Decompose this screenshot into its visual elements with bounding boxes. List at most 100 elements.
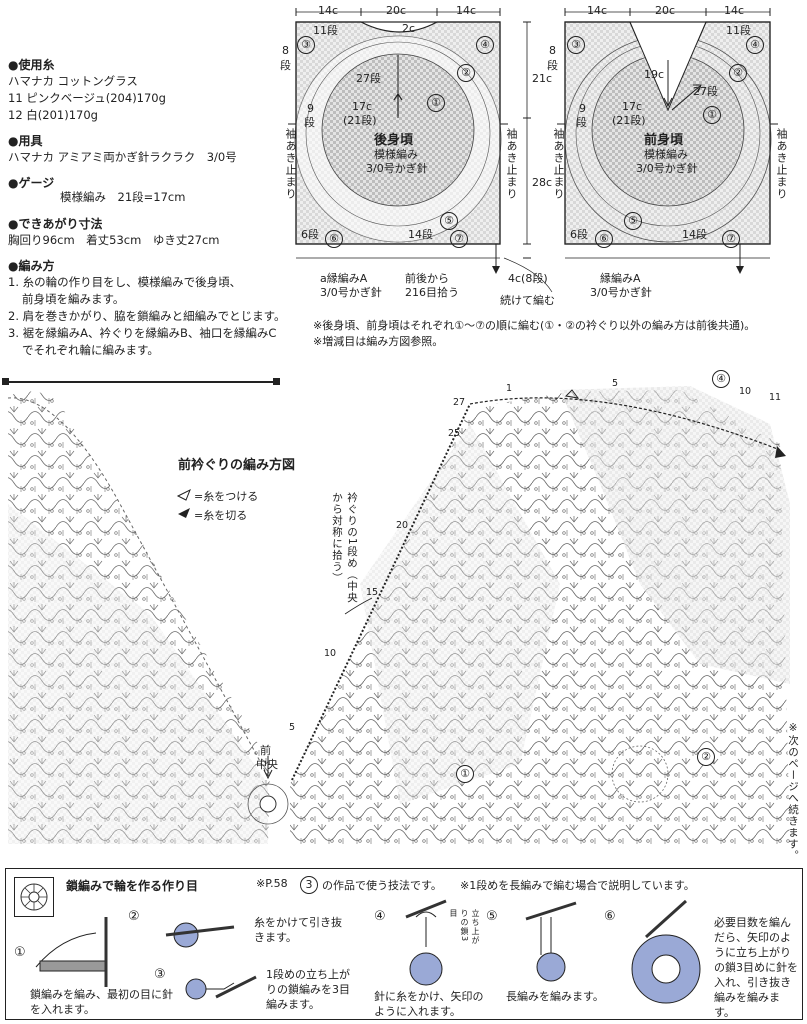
- note-chart: ※増減目は編み方図参照。: [313, 335, 444, 348]
- step-5-number: ⑤: [486, 909, 498, 924]
- front-center-label-2: 中央: [256, 758, 278, 771]
- front-rows-8: 8: [549, 44, 556, 57]
- front-hook: 3/0号かぎ針: [636, 162, 698, 175]
- front-rows-27: 27段: [693, 85, 718, 98]
- back-rows-8-unit: 段: [280, 59, 291, 72]
- step-6-number: ⑥: [604, 909, 616, 924]
- front-area-5: ⑤: [624, 212, 642, 230]
- technique-box: 鎖編みで輪を作る作り目 ※P.58 3 の作品で使う技法です。 ※1段めを長編み…: [5, 868, 803, 1020]
- back-area-2: ②: [457, 64, 475, 82]
- top-num-11: 11: [769, 392, 782, 403]
- front-rows-8-unit: 段: [547, 59, 558, 72]
- tools-text: ハマナカ アミアミ両かぎ針ラクラク 3/0号: [8, 150, 237, 164]
- continue-knit: 続けて編む: [500, 294, 555, 307]
- step-3: 3. 裾を縁編みA、衿ぐりを縁編みB、袖口を縁編みC: [8, 326, 277, 340]
- section-divider: [6, 381, 278, 383]
- step-5-text: 長編みを編みます。: [506, 990, 604, 1003]
- front-neck-19c: 19c: [644, 68, 665, 81]
- top-num-10: 10: [739, 386, 752, 397]
- divider-end-left: [2, 378, 9, 385]
- step-3-number: ③: [154, 967, 166, 982]
- front-dim-left: 14c: [587, 4, 608, 17]
- row-num-25: 25: [448, 428, 461, 439]
- front-rows-9: 9: [579, 102, 586, 115]
- size-heading: ●できあがり寸法: [8, 217, 103, 231]
- chart-title: 前衿ぐりの編み方図: [178, 458, 296, 473]
- front-center-label-1: 前: [260, 744, 271, 757]
- yarn-color-12: 12 白(201)170g: [8, 108, 98, 122]
- dim-4c: 4c(8段): [508, 272, 548, 285]
- top-num-5: 5: [612, 378, 619, 389]
- front-edge-hook: 3/0号かぎ針: [590, 286, 652, 299]
- technique-ref-note: ※1段めを長編みで編む場合で説明しています。: [460, 879, 695, 892]
- technique-illustrations: [35, 899, 701, 1004]
- step-4-text: 針に糸をかけ、矢印のように入れます。: [374, 990, 484, 1018]
- yarn-name: ハマナカ コットングラス: [8, 74, 138, 88]
- dim-21c: 21c: [532, 72, 553, 85]
- chart-area-1: ①: [456, 765, 474, 783]
- materials-section: ●使用糸 ハマナカ コットングラス 11 ピンクベージュ(204)170g 12…: [8, 56, 288, 191]
- back-title: 後身頃: [374, 133, 414, 148]
- size-section: ●できあがり寸法 胸回り96cm 着丈53cm ゆき丈27cm ●編み方 1. …: [8, 215, 298, 359]
- back-rows-27: 27段: [356, 72, 381, 85]
- center-dimensions: [503, 21, 553, 293]
- front-dim-right: 14c: [724, 4, 745, 17]
- step-1-cont: 前身頃を編みます。: [22, 292, 125, 306]
- back-pattern: 模様編み: [374, 148, 418, 161]
- divider-end-right: [273, 378, 280, 385]
- front-rows-11: 11段: [726, 24, 751, 37]
- back-area-1: ①: [427, 94, 445, 112]
- method-heading: ●編み方: [8, 259, 55, 273]
- pickup-line-1: 前後から: [405, 272, 449, 285]
- row-num-20: 20: [396, 520, 409, 531]
- back-edge-a: a縁編みA: [320, 272, 368, 285]
- legend-attach: =糸をつける: [194, 490, 259, 503]
- front-edge-a: 縁編みA: [600, 272, 641, 285]
- front-area-4: ④: [746, 36, 764, 54]
- front-area-1: ①: [703, 106, 721, 124]
- step-6-text: 必要目数を編んだら、矢印のように立ち上がりの鎖3目めに針を入れ、引き抜き編みを編…: [714, 916, 798, 1019]
- row-num-15: 15: [366, 587, 379, 598]
- front-rows-6: 6段: [570, 228, 588, 241]
- technique-title: 鎖編みで輪を作る作り目: [66, 879, 199, 893]
- back-rows-11: 11段: [313, 24, 338, 37]
- dim-28c: 28c: [532, 176, 553, 189]
- front-body-diagram: [564, 8, 772, 274]
- gauge-text: 模様編み 21段=17cm: [60, 190, 186, 204]
- back-hook: 3/0号かぎ針: [366, 162, 428, 175]
- yarn-color-11: 11 ピンクベージュ(204)170g: [8, 91, 166, 105]
- back-edge-hook: 3/0号かぎ針: [320, 286, 382, 299]
- back-area-3: ③: [297, 36, 315, 54]
- step-1: 1. 糸の輪の作り目をし、模様編みで後身頃、: [8, 275, 242, 289]
- body-diagrams: [288, 8, 778, 293]
- gauge-heading: ●ゲージ: [8, 176, 55, 190]
- front-sleeve-stop-left: 袖あき止まり: [552, 128, 565, 200]
- chart-area-2: ②: [697, 748, 715, 766]
- technique-ref-prefix: ※P.58: [256, 877, 288, 890]
- technique-ref-suffix: の作品で使う技法です。: [322, 879, 442, 892]
- back-rows-9-unit: 段: [304, 116, 315, 129]
- back-rows-6: 6段: [301, 228, 319, 241]
- back-rows-14: 14段: [408, 228, 433, 241]
- step-3-cont: でそれぞれ輪に編みます。: [22, 343, 159, 357]
- front-pattern: 模様編み: [644, 148, 688, 161]
- neck-first-row-note: 衿ぐりの1段め（中央から対称に拾う）: [331, 492, 358, 604]
- chart-area-4: ④: [712, 370, 730, 388]
- yarn-heading: ●使用糸: [8, 58, 55, 72]
- note-order: ※後身頃、前身頃はそれぞれ①～⑦の順に編む(①・②の衿ぐり以外の編み方は前後共通…: [313, 319, 756, 332]
- tools-heading: ●用具: [8, 134, 43, 148]
- back-neck-depth: 2c: [402, 22, 416, 35]
- front-sleeve-stop-right: 袖あき止まり: [775, 128, 788, 200]
- front-area-7: ⑦: [722, 230, 740, 248]
- step-1-text: 鎖編みを編み、最初の目に針を入れます。: [30, 988, 173, 1016]
- front-area-2: ②: [729, 64, 747, 82]
- row-num-27: 27: [453, 397, 466, 408]
- front-area-6: ⑥: [595, 230, 613, 248]
- step-1-number: ①: [14, 945, 26, 960]
- front-radius: 17c: [622, 100, 643, 113]
- back-dim-right: 14c: [456, 4, 477, 17]
- back-area-4: ④: [476, 36, 494, 54]
- step-4-number: ④: [374, 909, 386, 924]
- front-radius-rows: (21段): [612, 114, 646, 127]
- neckline-chart: [7, 386, 790, 844]
